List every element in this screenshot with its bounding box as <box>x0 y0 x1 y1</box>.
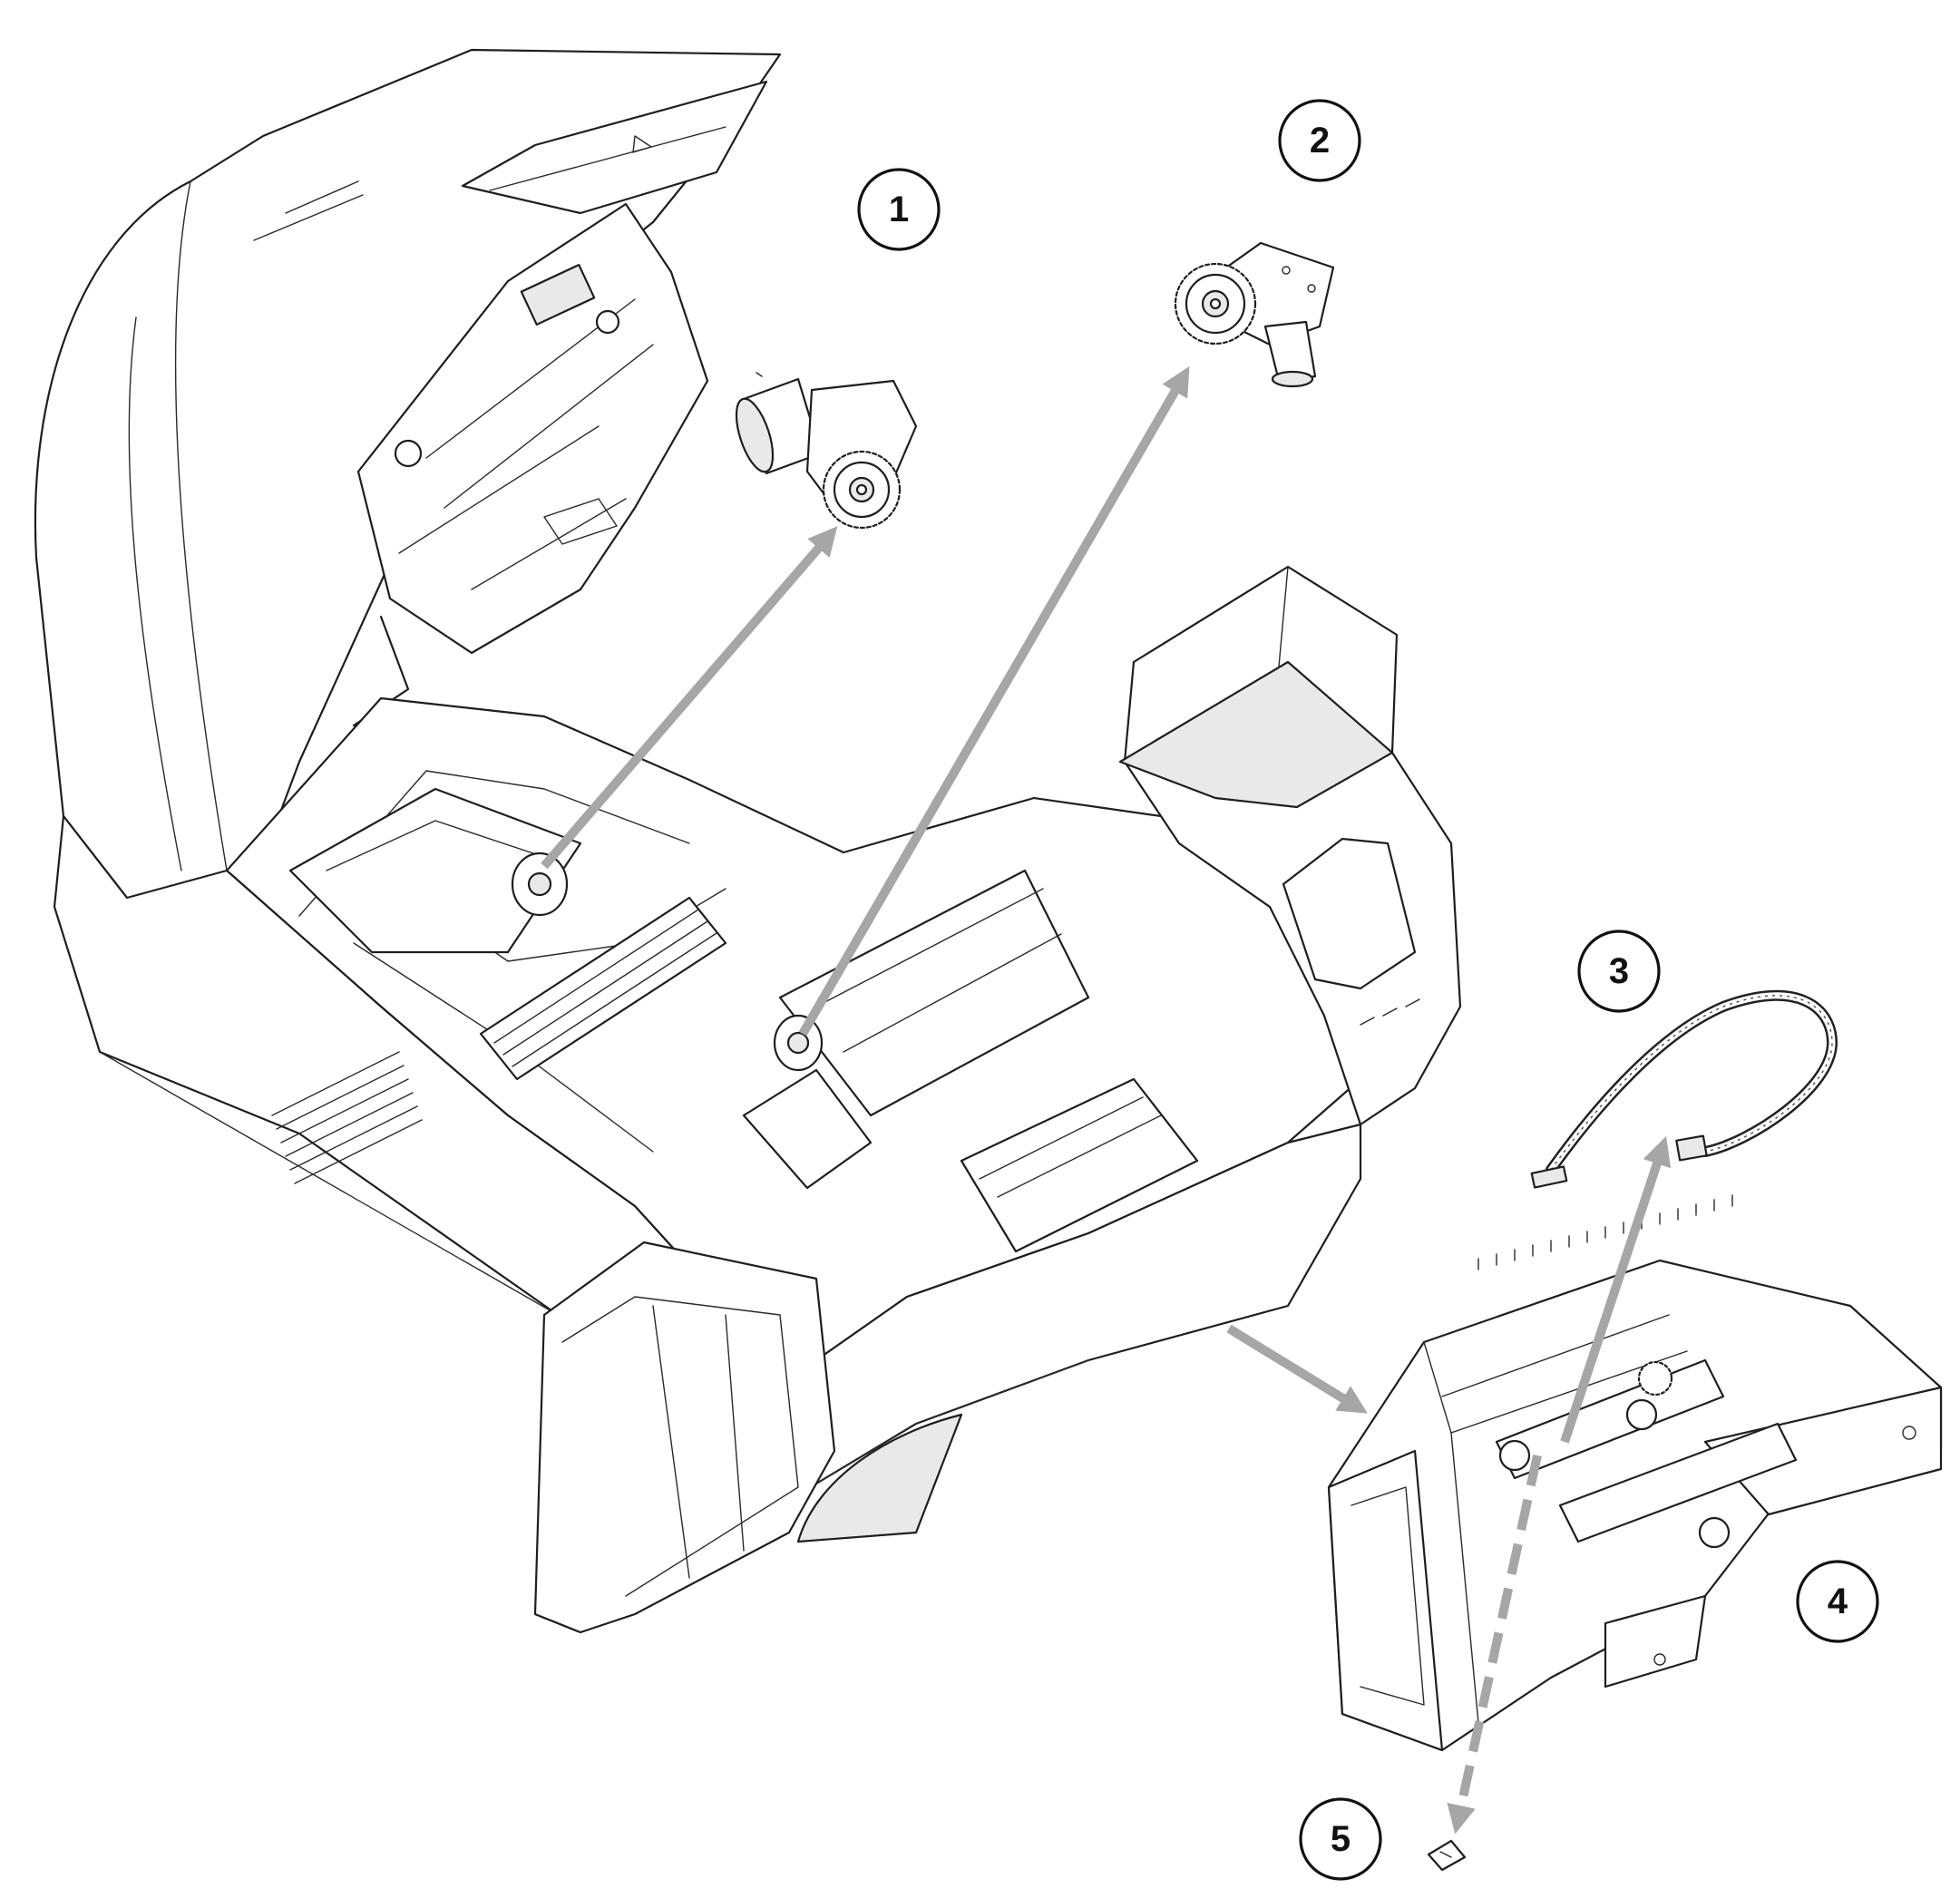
printer-body <box>34 48 1462 1634</box>
arrow-to-part-5 <box>1447 1454 1542 1835</box>
arrow-to-part-2 <box>798 365 1190 1037</box>
callout-2: 2 <box>1278 99 1361 182</box>
cable-harness-icon <box>1530 989 1838 1189</box>
explode-arrows <box>541 365 1672 1835</box>
arrow-to-part-3 <box>1560 1135 1672 1444</box>
callout-label: 2 <box>1310 121 1330 161</box>
card-tray <box>533 1241 836 1634</box>
card-feed-module-icon <box>1327 1194 1943 1752</box>
callout-5: 5 <box>1299 1797 1382 1881</box>
ribbon-supply-motor-icon <box>735 372 918 530</box>
right-housing <box>1118 565 1462 1126</box>
callout-1: 1 <box>857 168 941 251</box>
callout-label: 1 <box>889 190 909 229</box>
arrow-to-part-4 <box>1226 1324 1368 1414</box>
lid-mechanism <box>352 202 709 727</box>
ribbon-takeup-motor-icon <box>1174 241 1335 388</box>
internal-rollers <box>479 852 1199 1253</box>
callout-label: 4 <box>1828 1582 1848 1621</box>
vent-grille <box>271 1051 423 1184</box>
arrow-to-part-1 <box>541 526 838 870</box>
callout-4: 4 <box>1796 1560 1879 1643</box>
callout-label: 5 <box>1331 1819 1351 1859</box>
sensor-chip-icon <box>1427 1839 1467 1872</box>
callout-label: 3 <box>1609 951 1629 991</box>
callout-3: 3 <box>1577 930 1661 1013</box>
